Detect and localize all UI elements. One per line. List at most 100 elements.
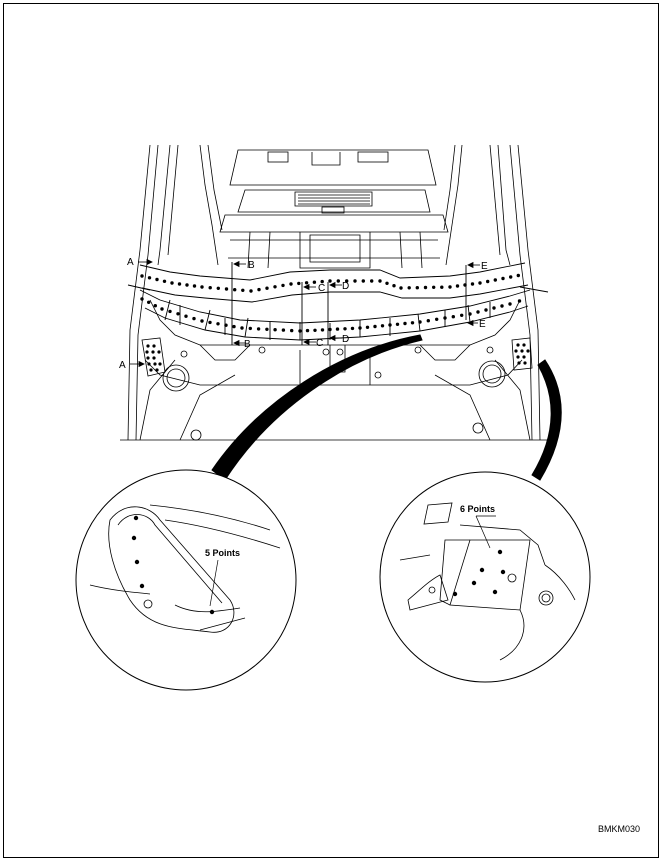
weld-spot xyxy=(443,316,447,320)
right-weld-cluster xyxy=(511,337,533,371)
weld-spot xyxy=(241,288,245,292)
weld-spot xyxy=(208,320,212,325)
weld-spot xyxy=(312,280,317,284)
weld-spot xyxy=(407,286,411,290)
weld-spot xyxy=(281,328,286,332)
weld-spot xyxy=(410,321,415,325)
weld-spot xyxy=(468,312,472,316)
weld-spot xyxy=(392,284,396,288)
weld-spot xyxy=(395,322,400,326)
weld-spot xyxy=(200,285,204,289)
weld-spot xyxy=(290,328,294,333)
left-weld-cluster-points xyxy=(145,344,162,372)
weld-spot xyxy=(297,281,301,286)
weld-spot xyxy=(176,312,180,316)
weld-spot xyxy=(281,283,285,288)
weld-spot xyxy=(328,327,332,332)
upper-cross-member xyxy=(127,262,549,303)
weld-spot xyxy=(476,310,480,314)
weld-spot xyxy=(208,286,212,290)
weld-spot xyxy=(378,279,382,283)
weld-spot xyxy=(257,287,261,292)
weld-spot xyxy=(289,282,293,286)
callout-b-lower: B xyxy=(244,339,251,350)
weld-spot xyxy=(432,285,436,289)
weld-spot xyxy=(440,285,444,289)
weld-spot xyxy=(403,321,407,326)
weld-spot xyxy=(305,328,310,333)
weld-spot xyxy=(516,273,520,278)
weld-spot xyxy=(140,297,144,301)
weld-spot xyxy=(192,316,196,321)
weld-spot xyxy=(192,284,197,288)
weld-spot xyxy=(492,306,496,310)
figure-code: BMKM030 xyxy=(598,824,640,834)
weld-spot xyxy=(256,327,261,331)
weld-spot xyxy=(451,315,455,319)
weld-spot xyxy=(358,326,362,330)
weld-spot xyxy=(517,299,522,303)
weld-spot xyxy=(370,279,374,283)
weld-spot xyxy=(501,276,505,281)
callout-a-lower: A xyxy=(119,360,126,371)
callout-b-upper: B xyxy=(248,260,255,271)
weld-spot xyxy=(224,287,229,291)
weld-spot xyxy=(224,323,228,327)
weld-spot xyxy=(240,326,244,330)
left-weld-cluster xyxy=(141,337,166,377)
callout-arrows xyxy=(130,258,480,368)
weld-spot xyxy=(147,276,152,280)
lower-cross-member-welds xyxy=(140,297,522,333)
upper-cross-member-welds xyxy=(140,273,520,293)
callout-c-upper: C xyxy=(318,283,325,294)
weld-spot xyxy=(415,286,419,290)
weld-spot xyxy=(486,279,490,284)
weld-spot xyxy=(304,281,309,285)
weld-spot xyxy=(361,279,365,283)
weld-spot xyxy=(336,279,340,283)
callout-a-upper: A xyxy=(127,257,134,268)
weld-spot xyxy=(426,319,430,323)
weld-spot xyxy=(298,329,302,333)
weld-spot xyxy=(365,325,370,329)
weld-spot xyxy=(155,277,159,282)
weld-spot xyxy=(216,286,220,290)
weld-spot xyxy=(153,304,157,308)
weld-spot xyxy=(399,286,403,290)
weld-spot xyxy=(273,328,277,332)
detail-circle-right: 6 Points xyxy=(379,471,591,683)
weld-spot xyxy=(335,327,340,331)
weld-spot xyxy=(265,327,269,331)
weld-spot xyxy=(509,275,513,279)
weld-spot xyxy=(385,281,389,285)
weld-spot xyxy=(313,328,317,332)
weld-spot xyxy=(162,279,167,283)
weld-spot xyxy=(147,300,151,304)
weld-spot xyxy=(388,323,392,327)
weld-spot xyxy=(185,283,189,287)
weld-spot xyxy=(435,317,439,321)
vehicle-rear-floor-illustration xyxy=(120,144,548,441)
cut-lines xyxy=(231,262,467,345)
weld-spot xyxy=(423,285,428,290)
weld-spot xyxy=(343,327,347,331)
weld-spot xyxy=(248,326,252,331)
weld-spot xyxy=(328,279,332,283)
weld-spot xyxy=(478,281,482,285)
weld-spot xyxy=(320,328,325,332)
weld-spot xyxy=(350,326,355,331)
weld-spot xyxy=(233,288,237,292)
detail-right-label: 6 Points xyxy=(460,504,495,514)
weld-spot xyxy=(273,285,277,289)
callout-d-upper: D xyxy=(342,281,349,292)
weld-spot xyxy=(345,279,349,283)
weld-spot xyxy=(160,307,164,311)
weld-spot xyxy=(168,309,172,314)
weld-spot xyxy=(448,285,452,289)
weld-spot xyxy=(380,324,385,328)
weld-spot xyxy=(249,289,253,293)
weld-spot xyxy=(484,308,488,312)
magnifier-connector-right xyxy=(531,359,562,481)
weld-spot xyxy=(493,278,497,282)
